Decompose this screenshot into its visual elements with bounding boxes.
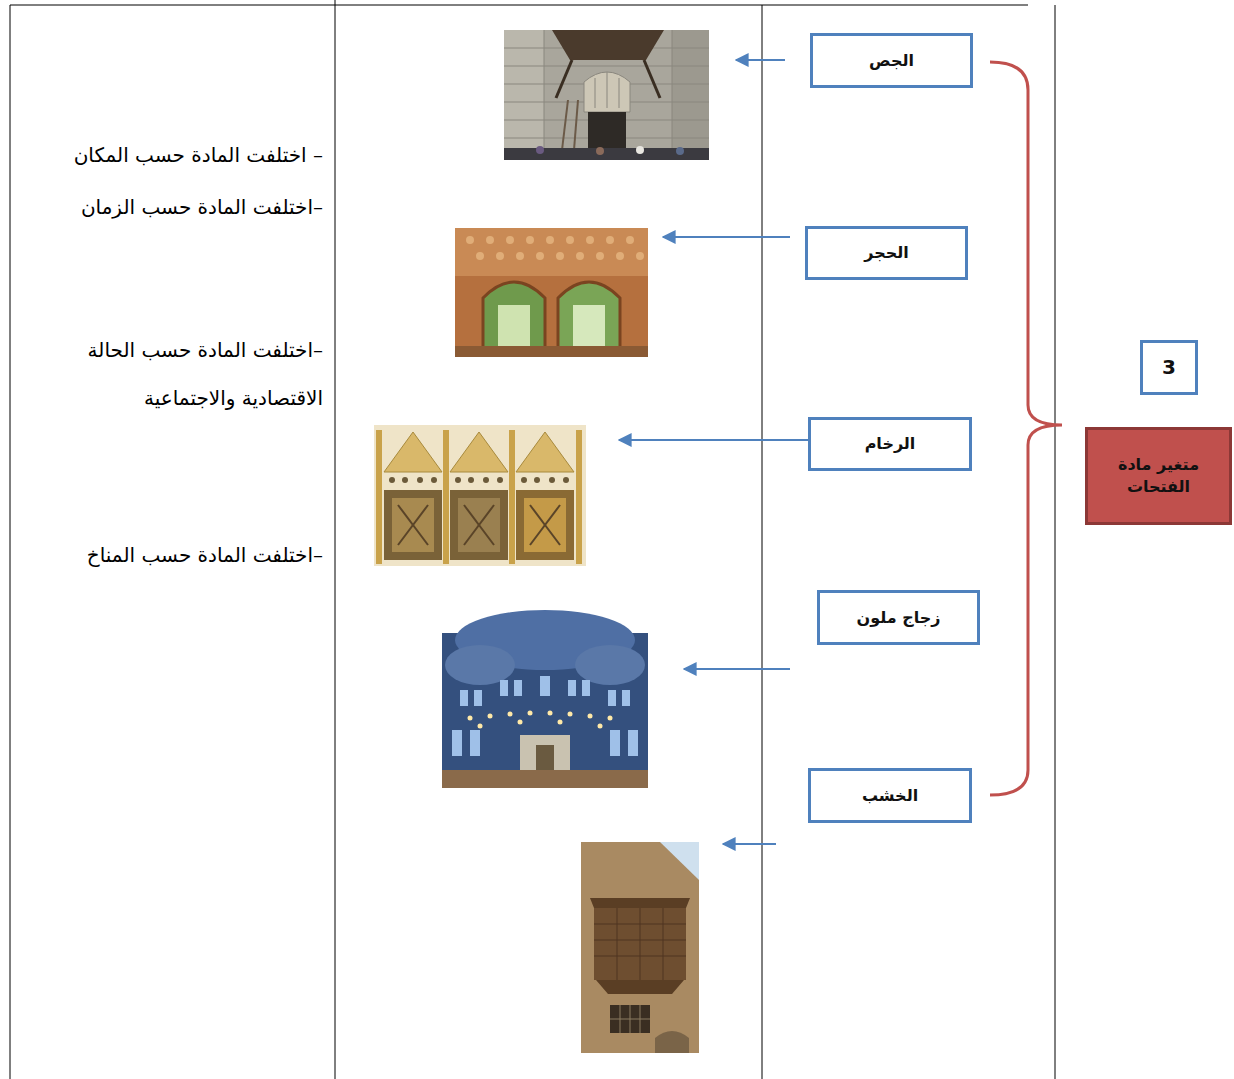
wood-photo: [581, 842, 699, 1053]
plaster-photo: [504, 30, 709, 160]
stained-glass-photo: [442, 610, 648, 788]
node-text: زجاج ملون: [857, 607, 941, 629]
node-text: الخشب: [862, 785, 918, 807]
node-text: متغير مادة الفتحات: [1102, 454, 1215, 497]
material-box: الجص: [810, 33, 973, 88]
variable-box: متغير مادة الفتحات: [1085, 427, 1232, 525]
note-text: –اختلفت المادة حسب الحالة الاقتصادية وال…: [18, 326, 323, 422]
material-box: الرخام: [808, 417, 972, 471]
note-text: –اختلفت المادة حسب المناخ: [18, 531, 323, 579]
grouping-bracket: [990, 62, 1062, 795]
material-box: زجاج ملون: [817, 590, 980, 645]
table-rules: [10, 0, 1055, 1079]
note-text: –اختلفت المادة حسب الزمان: [18, 183, 323, 231]
step-number: 3: [1140, 340, 1198, 395]
pointer-arrows: [619, 60, 820, 844]
note-text: – اختلفت المادة حسب المكان: [18, 131, 323, 179]
marble-photo: [374, 425, 586, 566]
stone-photo: [455, 228, 648, 357]
material-box: الحجر: [805, 226, 968, 280]
node-text: الرخام: [865, 433, 916, 455]
node-text: الحجر: [864, 242, 909, 264]
node-text: الجص: [869, 50, 914, 72]
material-box: الخشب: [808, 768, 972, 823]
node-text: 3: [1162, 354, 1176, 381]
